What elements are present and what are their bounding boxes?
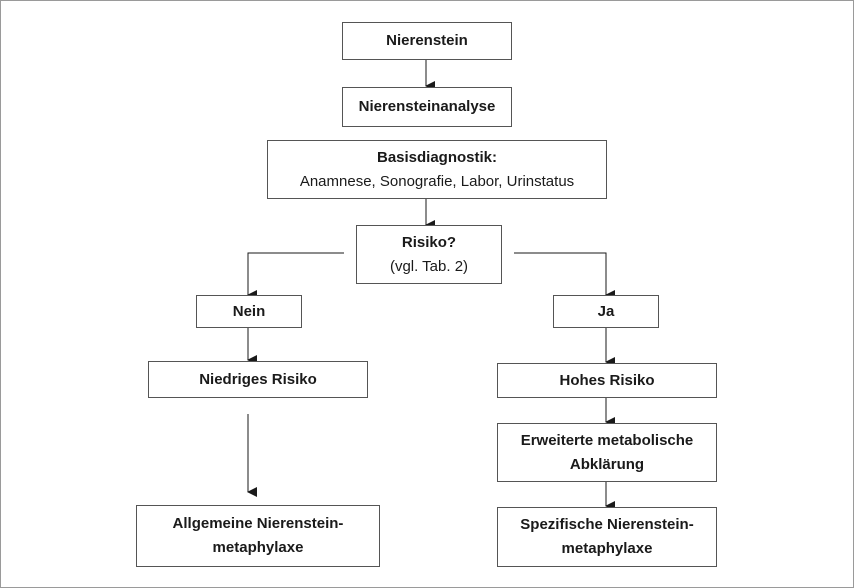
node-erweiterte-abklaerung-line2: Abklärung [569, 455, 645, 473]
arrow-risk-to-yes [514, 252, 615, 300]
node-risiko: Risiko? (vgl. Tab. 2) [356, 225, 502, 284]
node-hohes-risiko-label: Hohes Risiko [559, 371, 655, 389]
node-allgemeine-metaphylaxe-line2: metaphylaxe [212, 539, 304, 556]
node-risiko-title: Risiko? [401, 233, 457, 251]
node-spezifische-metaphylaxe-line1: Spezifische Nierenstein- [520, 516, 694, 533]
node-nierensteinanalyse: Nierensteinanalyse [342, 87, 512, 127]
node-nierenstein-label: Nierenstein [386, 32, 468, 49]
node-nierensteinanalyse-label: Nierensteinanalyse [358, 98, 496, 115]
node-spezifische-metaphylaxe-line2: metaphylaxe [561, 540, 653, 557]
node-nein-label: Nein [232, 302, 266, 320]
node-hohes-risiko: Hohes Risiko [497, 363, 717, 398]
node-niedriges-risiko: Niedriges Risiko [148, 361, 368, 398]
arrow-risk-to-no [247, 252, 344, 300]
node-allgemeine-metaphylaxe: Allgemeine Nierenstein- metaphylaxe [136, 505, 380, 567]
node-basisdiagnostik-subtitle: Anamnese, Sonografie, Labor, Urinstatus [299, 172, 575, 190]
node-ja: Ja [553, 295, 659, 328]
node-basisdiagnostik: Basisdiagnostik: Anamnese, Sonografie, L… [267, 140, 607, 199]
node-basisdiagnostik-title: Basisdiagnostik: [376, 148, 498, 166]
node-niedriges-risiko-label: Niedriges Risiko [199, 370, 317, 388]
node-nein: Nein [196, 295, 302, 328]
node-erweiterte-abklaerung-line1: Erweiterte metabolische [520, 431, 694, 449]
node-risiko-subtitle: (vgl. Tab. 2) [389, 257, 469, 275]
node-ja-label: Ja [597, 302, 615, 320]
node-erweiterte-abklaerung: Erweiterte metabolische Abklärung [497, 423, 717, 482]
node-allgemeine-metaphylaxe-line1: Allgemeine Nierenstein- [172, 515, 344, 532]
node-spezifische-metaphylaxe: Spezifische Nierenstein- metaphylaxe [497, 507, 717, 567]
node-nierenstein: Nierenstein [342, 22, 512, 60]
